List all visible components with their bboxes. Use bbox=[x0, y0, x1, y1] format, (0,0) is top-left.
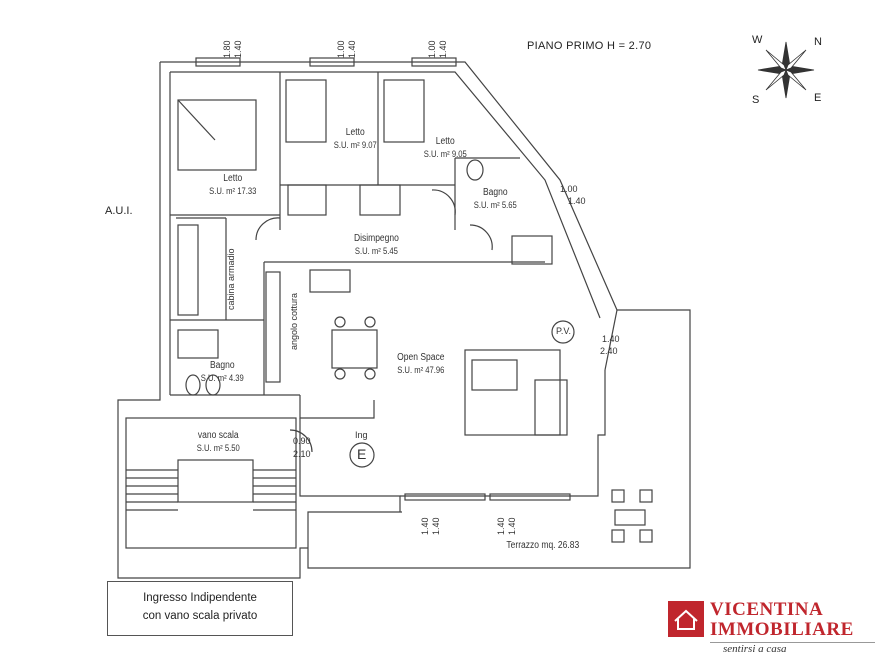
dim-w3-a: 1.00 bbox=[427, 40, 437, 58]
label-angolo-cottura: angolo cottura bbox=[289, 292, 299, 350]
dim-door-a: 0.90 bbox=[293, 436, 311, 446]
compass-south: S bbox=[752, 94, 760, 106]
dim-w2-a: 1.00 bbox=[336, 40, 346, 58]
dim-w3-b: 1.40 bbox=[438, 40, 448, 58]
dim-t2-a: 1.40 bbox=[496, 517, 506, 535]
entrance-marker: E bbox=[357, 446, 367, 462]
entrance-note: Ingresso Indipendente con vano scala pri… bbox=[107, 581, 293, 636]
dim-t1-a: 1.40 bbox=[420, 517, 430, 535]
compass-north: N bbox=[814, 36, 822, 48]
agency-logo: VICENTINA IMMOBILIARE sentirsi a casa bbox=[668, 599, 878, 661]
logo-line-2: IMMOBILIARE bbox=[710, 619, 854, 640]
outer-wall bbox=[117, 62, 308, 579]
dim-w1-b: 1.40 bbox=[233, 40, 243, 58]
logo-divider bbox=[710, 642, 875, 643]
compass-west: W bbox=[752, 34, 763, 46]
outer-wall-north bbox=[160, 61, 691, 569]
inner-wall-north bbox=[170, 71, 601, 319]
label-cabina-armadio: cabina armadio bbox=[226, 248, 236, 310]
label-ing: Ing bbox=[355, 430, 368, 440]
logo-house-icon bbox=[668, 601, 704, 637]
aui-label: A.U.I. bbox=[105, 205, 133, 217]
logo-line-1: VICENTINA bbox=[710, 599, 824, 620]
room-terrazzo: Terrazzo mq. 26.83 bbox=[506, 540, 580, 551]
dim-w4-a: 1.00 bbox=[560, 184, 578, 194]
dim-t2-b: 1.40 bbox=[507, 517, 517, 535]
dim-w4-b: 1.40 bbox=[568, 196, 586, 206]
dim-pv-b: 2.40 bbox=[600, 346, 618, 356]
dim-t1-b: 1.40 bbox=[431, 517, 441, 535]
compass-icon bbox=[757, 41, 815, 99]
note-line-2: con vano scala privato bbox=[142, 610, 258, 622]
plan-title: PIANO PRIMO H = 2.70 bbox=[527, 40, 652, 52]
note-line-1: Ingresso Indipendente bbox=[143, 592, 257, 604]
logo-tagline: sentirsi a casa bbox=[723, 643, 787, 655]
dim-door-b: 2.10 bbox=[293, 449, 311, 459]
label-pv: P.V. bbox=[556, 326, 572, 336]
dim-w2-b: 1.40 bbox=[347, 40, 357, 58]
dim-w1-a: 1.80 bbox=[222, 40, 232, 58]
dim-pv-a: 1.40 bbox=[602, 334, 620, 344]
compass-east: E bbox=[814, 92, 822, 104]
